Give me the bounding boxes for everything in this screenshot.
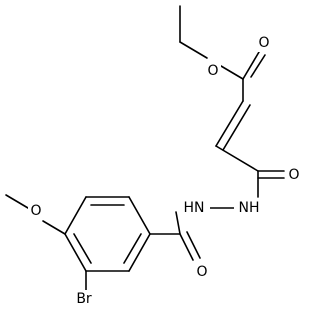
atom-o-ester-carbonyl: O [256,34,272,52]
atom-o-ester-ether: O [205,62,221,80]
atom-label-hn-left: HN [184,200,205,216]
bond-o-ester-carbon [220,65,244,80]
atom-label-o-ester-carbonyl: O [258,35,269,51]
bond-ring-inner-c [123,233,142,264]
bond-ester-carbonyl-2 [250,54,266,78]
bond-alkene-2 [222,104,251,151]
atom-label-o-methoxy: O [30,203,41,219]
bond-ring-4-5 [64,233,87,272]
bond-ring-1-2 [128,196,151,235]
bond-ring-6-1 [128,233,151,272]
atom-label-o-amide-left: O [196,264,207,280]
bond-amide-left-carbonyl-1 [179,233,194,261]
atom-hn-left: HN [178,199,210,217]
structure-drawing: O O O NH HN O [5,5,302,308]
atom-br: Br [72,290,98,308]
bond-n-left-carbonyl [175,211,181,235]
atom-label-o-ester-ether: O [207,63,218,79]
bond-methoxy-o-ch3 [5,194,29,209]
atom-label-o-amide-right: O [288,167,299,183]
atom-o-amide-right: O [286,166,302,184]
bond-amide-left-carbonyl-2 [186,231,201,259]
atom-label-nh-right: NH [239,200,260,216]
bond-ester-carbonyl-1 [242,51,260,80]
bond-alkene-to-amide [215,145,259,172]
atom-label-br: Br [76,291,92,307]
bond-alkene-1 [215,100,244,147]
bond-ethyl-ch2-o [179,41,208,59]
bond-ring-inner-b [73,233,92,264]
atom-labels: O O O NH HN O [28,34,302,308]
bond-ring-3-4 [64,196,87,235]
bond-ring-to-methoxy-o [42,220,66,235]
atom-o-amide-left: O [194,263,210,281]
atom-nh-right: NH [234,199,264,217]
atom-o-methoxy: O [28,202,44,220]
molecule-diagram: O O O NH HN O [5,5,302,308]
bonds [5,5,285,291]
